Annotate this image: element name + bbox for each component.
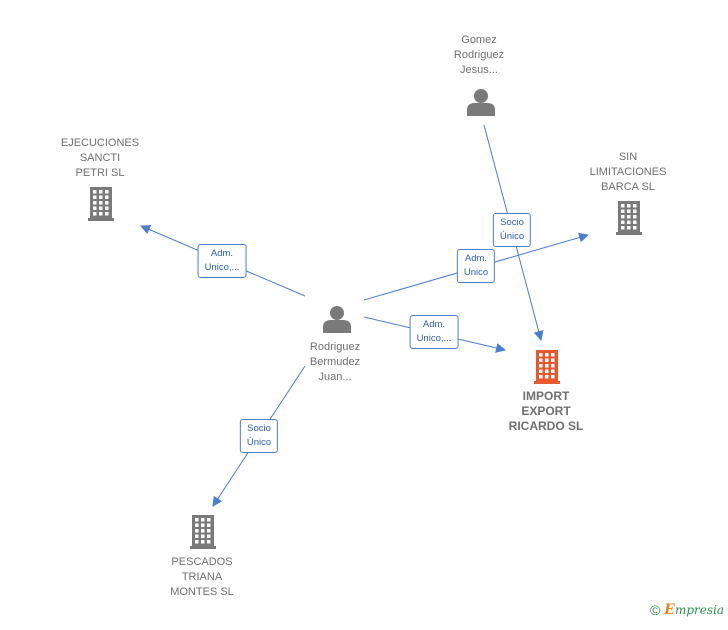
edge-label-socio-unico-pescados[interactable]: Socio Único xyxy=(239,419,279,453)
node-label-ejecuciones[interactable]: EJECUCIONES SANCTI PETRI SL xyxy=(60,137,140,179)
node-label-pescados[interactable]: PESCADOS TRIANA MONTES SL xyxy=(170,556,234,598)
sin_limitaciones-building-icon[interactable] xyxy=(616,201,642,235)
node-label-rodriguez[interactable]: Rodriguez Bermudez Juan... xyxy=(309,341,361,383)
edge-label-adm-unico-ejecuciones[interactable]: Adm. Unico,... xyxy=(197,244,247,278)
ejecuciones-building-icon[interactable] xyxy=(88,187,114,221)
edge-label-adm-unico-sin-limitaciones[interactable]: Adm. Unico xyxy=(456,249,496,283)
import_export-building-icon[interactable] xyxy=(534,350,560,384)
node-label-gomez[interactable]: Gomez Rodriguez Jesus... xyxy=(453,34,505,76)
copyright-icon: © xyxy=(649,602,661,618)
edge-label-socio-unico-gomez[interactable]: Socio Único xyxy=(492,213,532,247)
node-label-import-export[interactable]: IMPORT EXPORT RICARDO SL xyxy=(508,389,584,433)
brand-footer: © Empresia xyxy=(650,602,724,618)
empresia-logo[interactable]: Empresia xyxy=(664,602,724,618)
pescados-building-icon[interactable] xyxy=(190,515,216,549)
gomez-person-icon[interactable] xyxy=(467,89,495,116)
node-label-sin-limitaciones[interactable]: SIN LIMITACIONES BARCA SL xyxy=(589,151,667,193)
rodriguez-person-icon[interactable] xyxy=(323,306,351,333)
edge-label-adm-unico-import-export[interactable]: Adm. Unico,... xyxy=(409,315,459,349)
